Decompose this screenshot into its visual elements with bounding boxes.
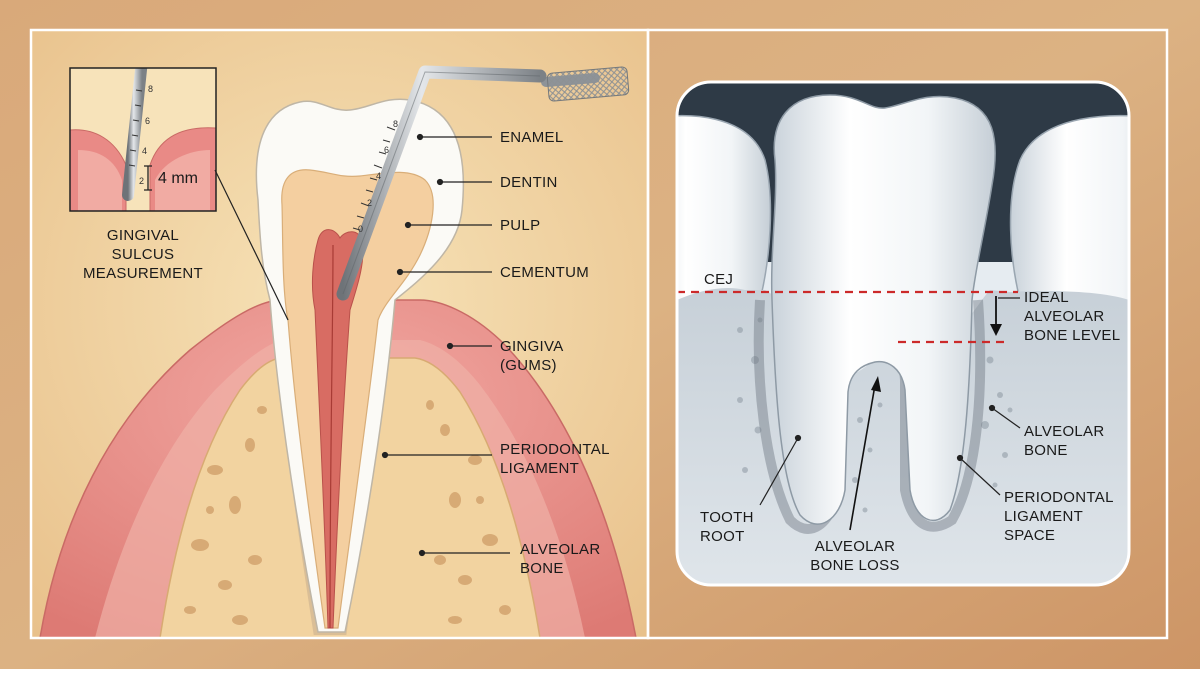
inset-caption-line: SULCUS	[111, 246, 175, 263]
pulp-nerve	[329, 244, 334, 629]
label-cej: CEJ	[704, 270, 733, 289]
probe-scale-2: 2	[367, 198, 373, 208]
inset-caption: GINGIVAL SULCUS MEASUREMENT	[58, 226, 228, 283]
label-line: (GUMS)	[500, 357, 557, 374]
bone-loss-arrow	[871, 376, 881, 392]
label-gingiva: GINGIVA (GUMS)	[500, 337, 564, 375]
right-leader-lines	[759, 297, 1021, 506]
label-line: ENAMEL	[500, 129, 564, 146]
label-line: LIGAMENT	[1004, 508, 1084, 525]
label-pulp: PULP	[500, 216, 540, 235]
label-tooth-root: TOOTH ROOT	[700, 508, 754, 546]
label-line: BONE LOSS	[810, 557, 900, 574]
label-line: CEMENTUM	[500, 264, 590, 281]
probe-scale-4: 4	[376, 171, 382, 181]
label-line: ALVEOLAR	[1024, 308, 1105, 325]
label-dentin: DENTIN	[500, 173, 558, 192]
label-line: BONE	[1024, 442, 1068, 459]
inset-caption-line: MEASUREMENT	[83, 265, 203, 282]
label-line: TOOTH	[700, 509, 754, 526]
probe-scale-6: 6	[384, 145, 390, 155]
label-line: PERIODONTAL	[1004, 489, 1114, 506]
label-line: IDEAL	[1024, 289, 1069, 306]
label-line: LIGAMENT	[500, 460, 580, 477]
inset-measurement-value: 4 mm	[158, 170, 198, 187]
label-line: DENTIN	[500, 174, 558, 191]
label-periodontal-ligament: PERIODONTAL LIGAMENT	[500, 440, 610, 478]
probe-scale-0: 0	[358, 224, 364, 234]
inset-scale-6: 6	[145, 116, 151, 126]
label-line: PERIODONTAL	[500, 441, 610, 458]
label-alveolar-bone-loss: ALVEOLAR BONE LOSS	[790, 537, 920, 575]
pulp	[311, 229, 364, 629]
label-enamel: ENAMEL	[500, 128, 564, 147]
right-bone-trabeculae	[737, 317, 1013, 513]
left-leader-lines	[381, 133, 510, 557]
probe-tick-marks	[352, 126, 396, 231]
inset-caption-line: GINGIVAL	[106, 227, 180, 244]
inset-scale-2: 2	[139, 176, 145, 186]
label-alveolar-bone-left: ALVEOLAR BONE	[520, 540, 601, 578]
label-alveolar-bone-right: ALVEOLAR BONE	[1024, 422, 1105, 460]
label-line: BONE	[520, 560, 564, 577]
right-panel	[675, 80, 1131, 587]
label-line: ALVEOLAR	[1024, 423, 1105, 440]
inset-scale-4: 4	[142, 146, 148, 156]
frame-right	[646, 28, 1169, 640]
label-line: ALVEOLAR	[520, 541, 601, 558]
label-cementum: CEMENTUM	[500, 263, 589, 282]
label-line: BONE LEVEL	[1024, 327, 1121, 344]
probe-scale-8: 8	[393, 119, 399, 129]
label-periodontal-ligament-space: PERIODONTAL LIGAMENT SPACE	[1004, 488, 1114, 545]
label-line: ROOT	[700, 528, 745, 545]
label-line: PULP	[500, 217, 541, 234]
label-line: ALVEOLAR	[814, 538, 896, 555]
label-ideal-alveolar-bone-level: IDEAL ALVEOLAR BONE LEVEL	[1024, 288, 1120, 345]
label-line: GINGIVA	[500, 338, 564, 355]
periodontal-probe	[336, 65, 630, 301]
bone-drop-arrow	[990, 324, 1002, 336]
bone-trabeculae	[184, 400, 511, 625]
inset-scale-8: 8	[148, 84, 154, 94]
inset-leader-line	[214, 169, 289, 321]
label-line: SPACE	[1004, 527, 1056, 544]
sulcus-inset	[69, 67, 217, 212]
label-line: CEJ	[704, 271, 734, 288]
